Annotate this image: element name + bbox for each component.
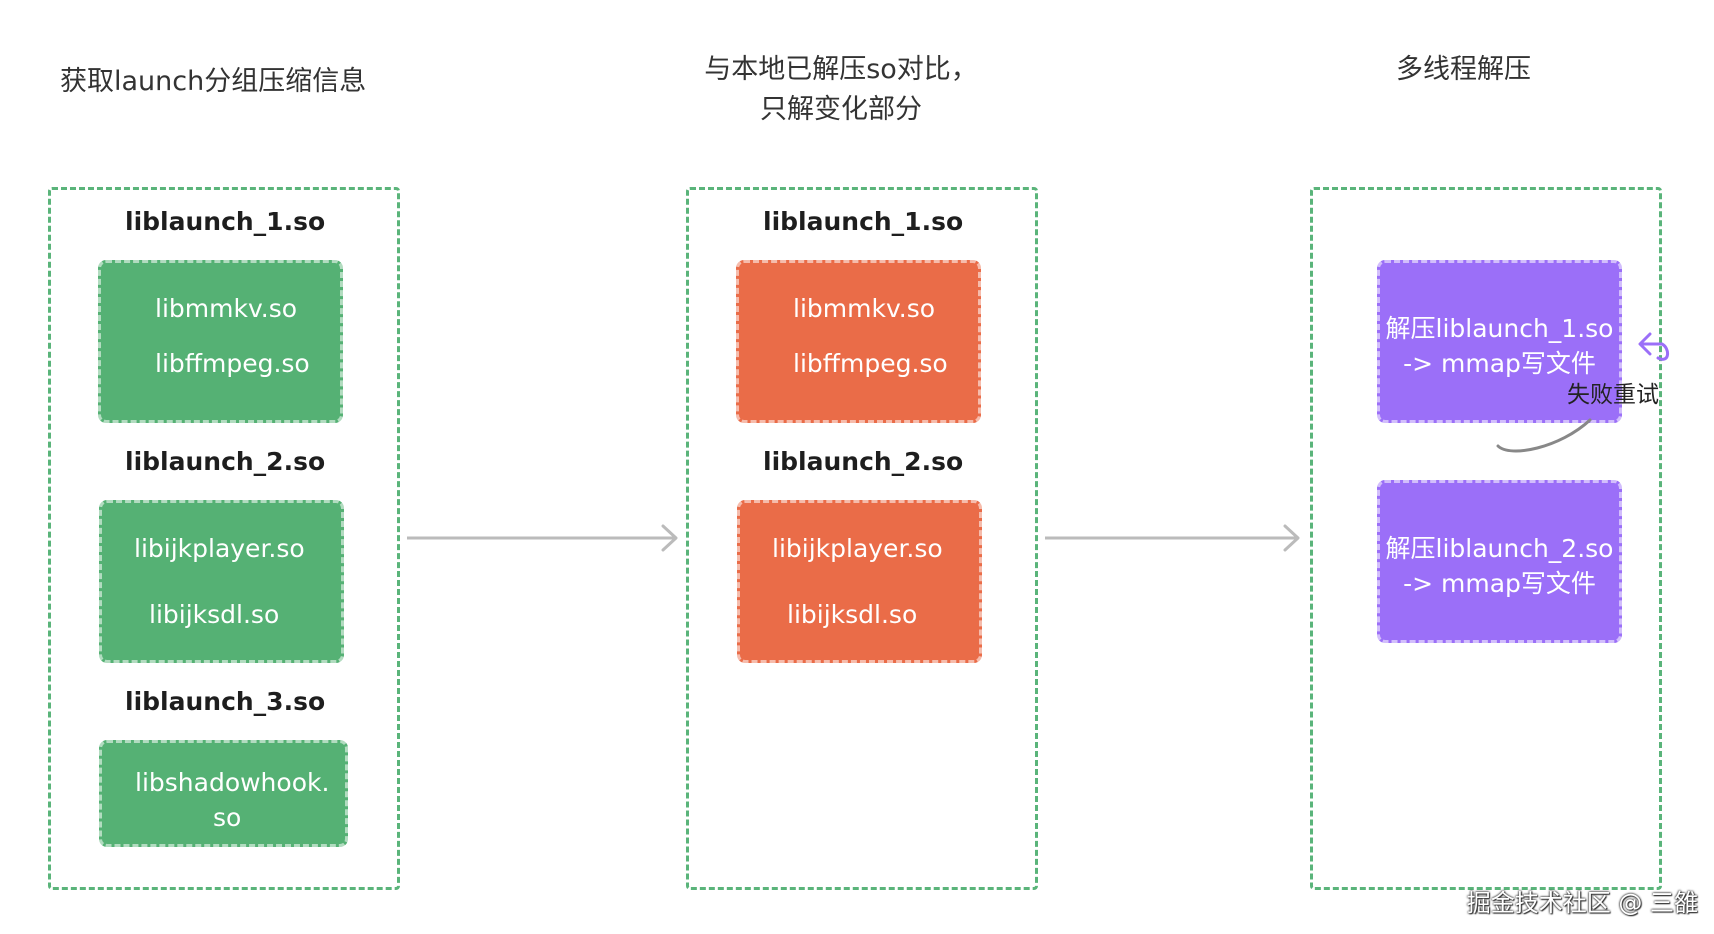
lib-group-box-liblaunch-1-changed: libmmkv.so libffmpeg.so [736,260,981,423]
lib-item-libffmpeg: libffmpeg.so [155,349,310,378]
lib-item-libshadowhook-suffix: so [213,803,242,832]
retry-loop-arrow [1496,332,1669,453]
column-multithread-decompress [1310,187,1662,890]
task-box-decompress-liblaunch-1: 解压liblaunch_1.so -> mmap写文件 [1377,260,1622,423]
retry-hook [1640,342,1669,361]
task-line-decompress: 解压liblaunch_1.so [1385,314,1614,343]
lib-item-libmmkv: libmmkv.so [793,294,936,323]
group-title-liblaunch-2: liblaunch_2.so [763,447,964,476]
heading-compare-local: 与本地已解压so对比， 只解变化部分 [686,50,996,130]
heading-multithread-decompress: 多线程解压 [1396,50,1531,90]
heading-text-line1: 与本地已解压so对比， [704,54,978,85]
task-line-mmap-write: -> mmap写文件 [1403,569,1596,598]
group-title-liblaunch-2: liblaunch_2.so [125,447,326,476]
lib-group-box-liblaunch-1: libmmkv.so libffmpeg.so [98,260,343,423]
heading-text: 多线程解压 [1396,54,1531,85]
lib-item-libshadowhook: libshadowhook. [135,768,330,797]
flow-arrow-head [661,524,678,552]
task-box-decompress-liblaunch-2: 解压liblaunch_2.so -> mmap写文件 [1377,480,1622,643]
heading-text-line2: 只解变化部分 [760,94,922,125]
lib-group-box-liblaunch-2: libijkplayer.so libijksdl.so [99,500,344,663]
flow-arrow-2 [1045,524,1300,552]
retry-curve [1496,418,1592,453]
flow-arrow-head [1283,524,1300,552]
group-title-liblaunch-1: liblaunch_1.so [763,207,964,236]
group-title-liblaunch-3: liblaunch_3.so [125,687,326,716]
retry-hook-head [1638,332,1652,356]
lib-item-libijksdl: libijksdl.so [149,600,280,629]
lib-item-libffmpeg: libffmpeg.so [793,349,948,378]
lib-group-box-liblaunch-2-changed: libijkplayer.so libijksdl.so [737,500,982,663]
lib-item-libijkplayer: libijkplayer.so [772,534,943,563]
group-title-liblaunch-1: liblaunch_1.so [125,207,326,236]
lib-item-libijkplayer: libijkplayer.so [134,534,305,563]
task-line-decompress: 解压liblaunch_2.so [1385,534,1614,563]
column-compare-local [686,187,1038,890]
lib-item-libijksdl: libijksdl.so [787,600,918,629]
retry-label: 失败重试 [1567,382,1659,408]
column-compression-info [48,187,400,890]
heading-fetch-compression-info: 获取launch分组压缩信息 [60,62,366,102]
flow-arrow-1 [407,524,678,552]
heading-text: 获取launch分组压缩信息 [60,66,367,97]
task-line-mmap-write: -> mmap写文件 [1403,349,1596,378]
lib-item-libmmkv: libmmkv.so [155,294,298,323]
watermark: 掘金技术社区 @ 三雒 [1466,889,1698,917]
lib-group-box-liblaunch-3: libshadowhook. so [99,740,348,847]
